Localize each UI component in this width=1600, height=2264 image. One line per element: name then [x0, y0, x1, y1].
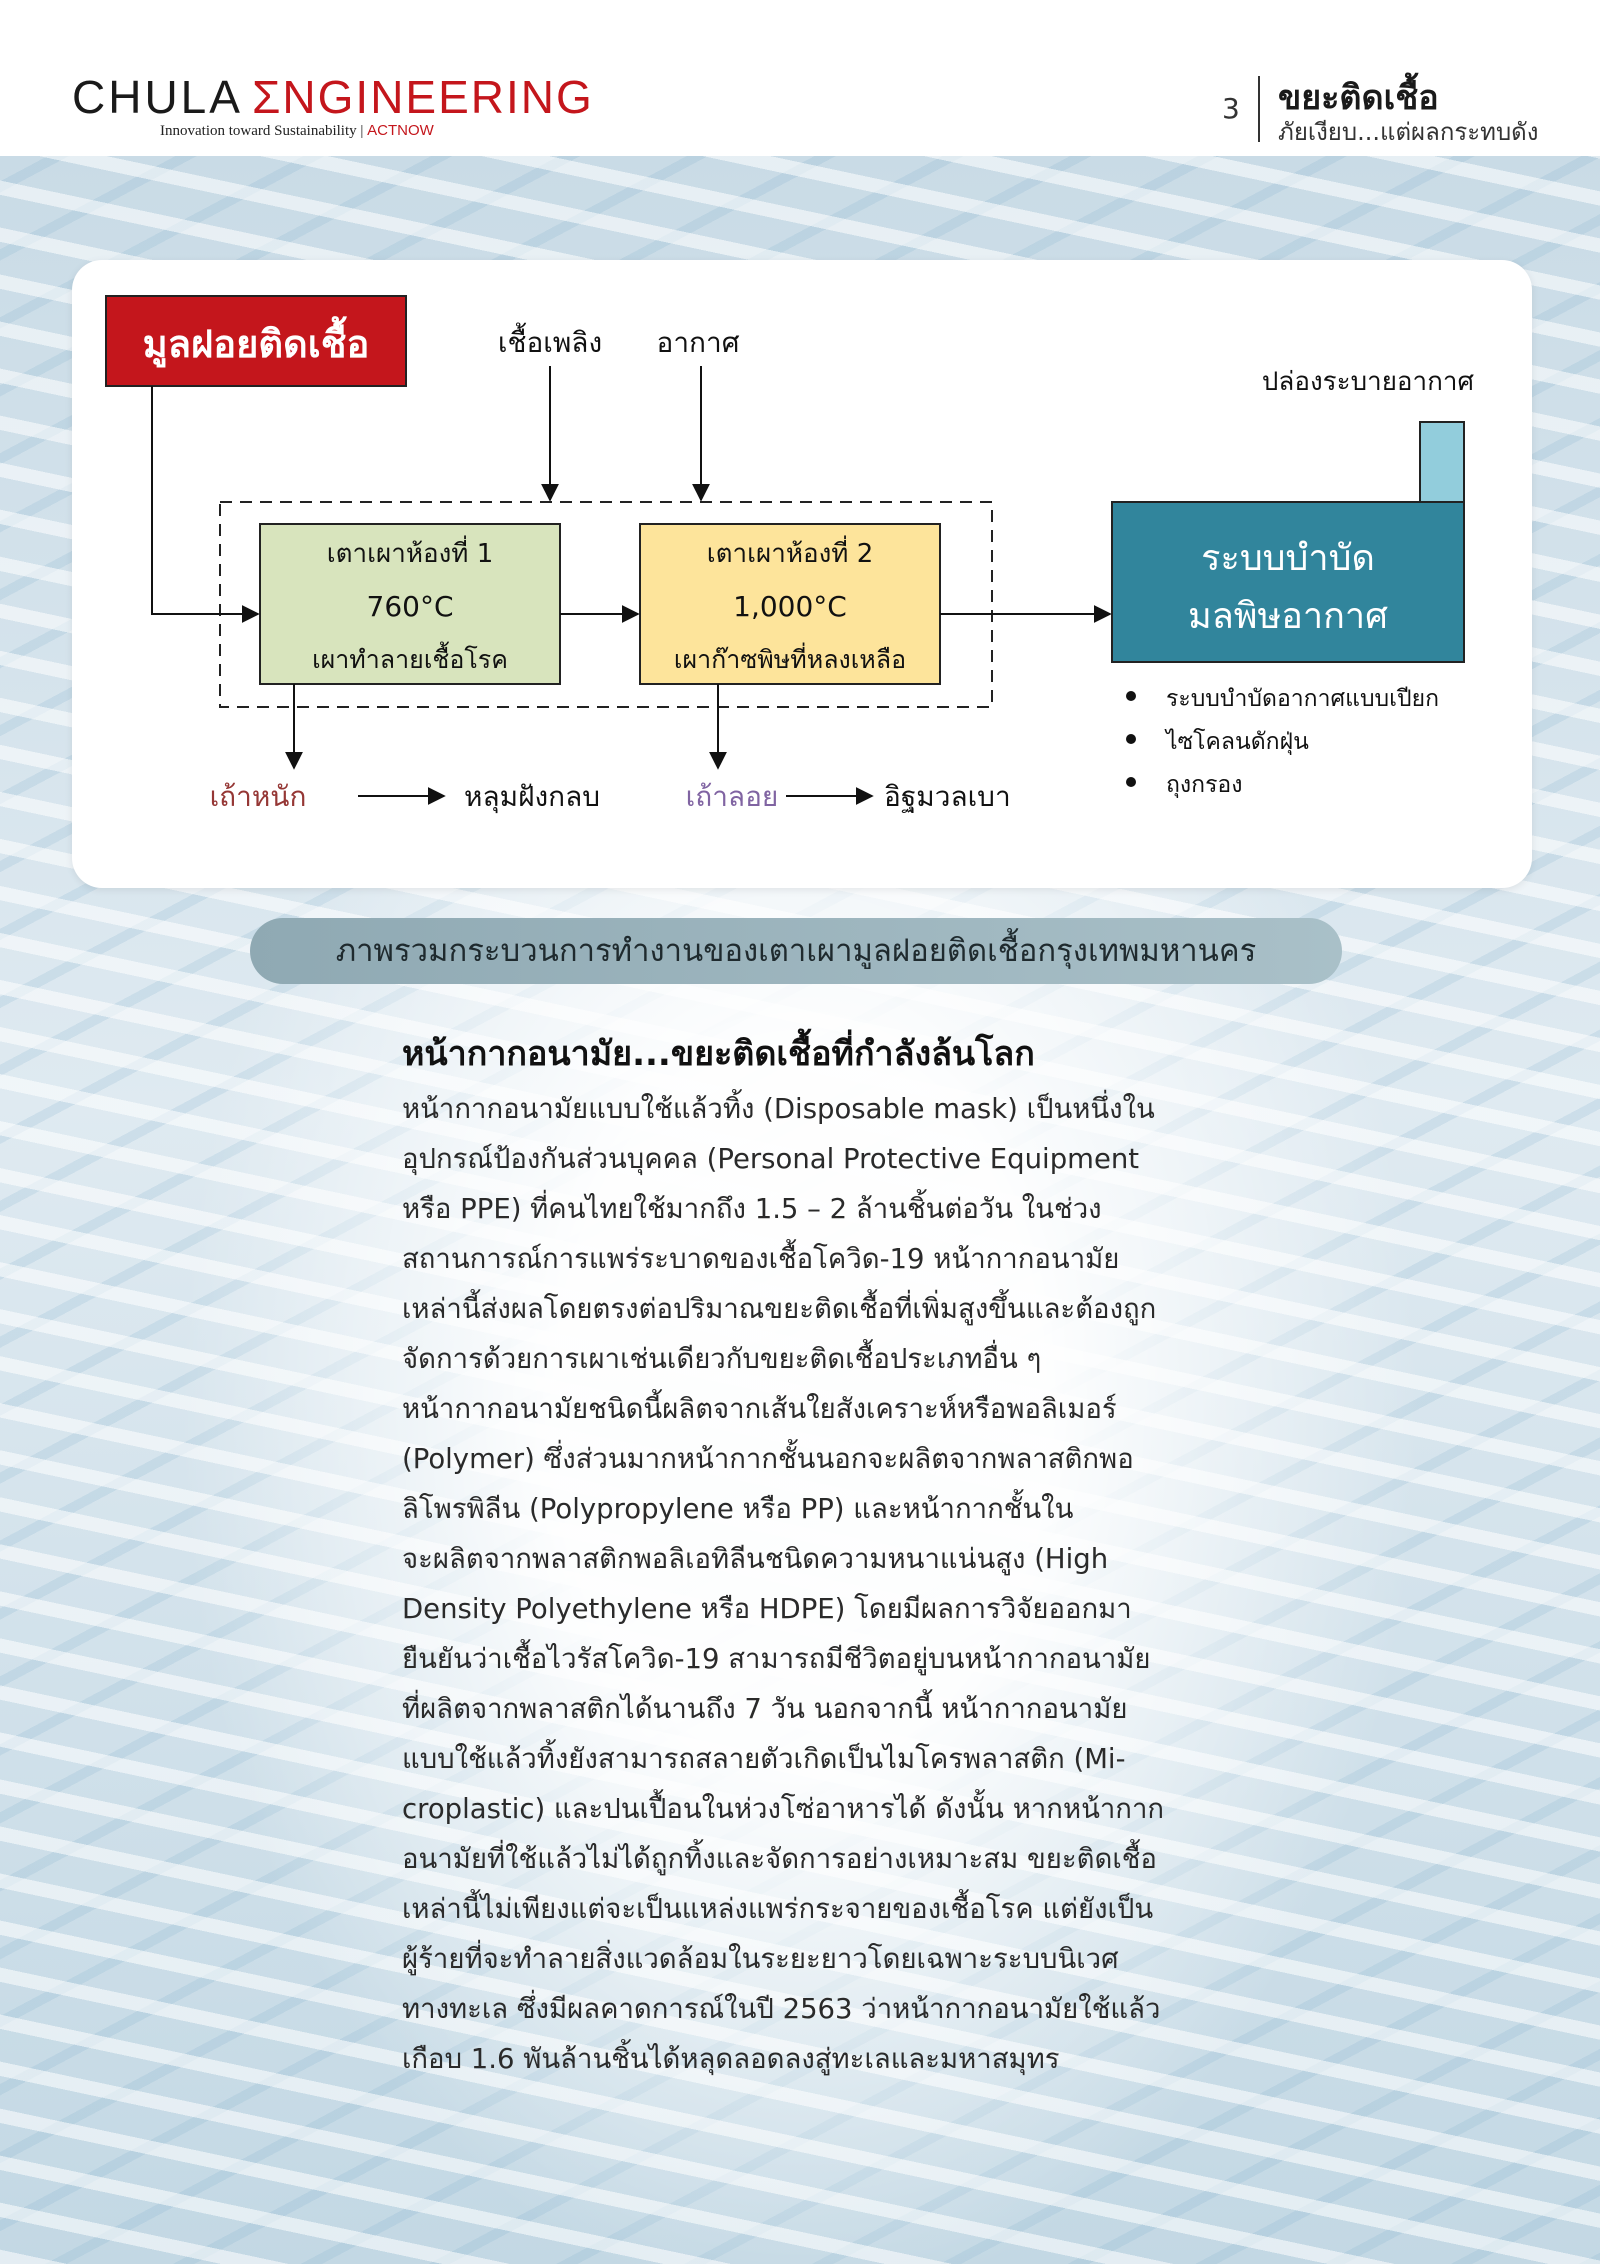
- article-line: เหล่านี้ไม่เพียงแต่จะเป็นแหล่งแพร่กระจาย…: [402, 1893, 1154, 1925]
- chamber1-box: [259, 523, 561, 685]
- header-divider: [1258, 76, 1260, 142]
- source-box: [105, 295, 407, 387]
- tagline-separator: |: [360, 123, 364, 139]
- article-line: หน้ากากอนามัยชนิดนี้ผลิตจากเส้นใยสังเครา…: [402, 1393, 1117, 1425]
- lightweight-brick-label: อิฐมวลเบา: [884, 780, 1011, 813]
- article-line: (Polymer) ซึ่งส่วนมากหน้ากากชั้นนอกจะผลิ…: [402, 1443, 1134, 1475]
- brand-chula: CHULA: [72, 71, 243, 123]
- chimney: [1419, 421, 1465, 505]
- chamber2-desc: เผาก๊าซพิษที่หลงเหลือ: [674, 642, 906, 674]
- article-line: ที่ผลิตจากพลาสติกได้นานถึง 7 วัน นอกจากน…: [402, 1693, 1128, 1725]
- treatment-bullet-1: [1126, 691, 1136, 701]
- chimney-label: ปล่องระบายอากาศ: [1262, 367, 1475, 397]
- brand-engineering: ΣNGINEERING: [252, 71, 594, 123]
- incinerator-boundary: [219, 501, 993, 708]
- brand-tagline: Innovation toward Sustainability | ACTNO…: [160, 122, 434, 140]
- article-line: อุปกรณ์ป้องกันส่วนบุคคล (Personal Protec…: [402, 1143, 1140, 1175]
- treatment-line2: มลพิษอากาศ: [1188, 596, 1388, 637]
- chamber2-box: [639, 523, 941, 685]
- article-heading: หน้ากากอนามัย...ขยะติดเชื้อที่กำลังล้นโล…: [402, 1034, 1035, 1074]
- article-line: Density Polyethylene หรือ HDPE) โดยมีผลก…: [402, 1593, 1132, 1625]
- article-line: หรือ PPE) ที่คนไทยใช้มากถึง 1.5 – 2 ล้าน…: [402, 1193, 1102, 1225]
- treatment-box: [1111, 501, 1465, 663]
- fuel-label: เชื้อเพลิง: [498, 322, 602, 359]
- landfill-label: หลุมฝังกลบ: [464, 780, 600, 814]
- article-line: ทางทะเล ซึ่งมีผลคาดการณ์ในปี 2563 ว่าหน้…: [402, 1993, 1161, 2025]
- section-subtitle: ภัยเงียบ...แต่ผลกระทบดัง: [1278, 118, 1539, 146]
- chamber2-title: เตาเผาห้องที่ 2: [707, 535, 874, 569]
- fly-ash-label: เถ้าลอย: [686, 780, 779, 813]
- article-line: จัดการด้วยการเผาเช่นเดียวกับขยะติดเชื้อป…: [402, 1343, 1042, 1375]
- article-line: ลิโพรพิลีน (Polypropylene หรือ PP) และหน…: [402, 1493, 1074, 1525]
- bottom-ash-label: เถ้าหนัก: [210, 780, 307, 813]
- article: หน้ากากอนามัย...ขยะติดเชื้อที่กำลังล้นโล…: [402, 1030, 1202, 2084]
- page-header: CHULA ΣNGINEERING Innovation toward Sust…: [0, 0, 1600, 156]
- article-line: ยืนยันว่าเชื้อไวรัสโควิด-19 สามารถมีชีวิ…: [402, 1643, 1151, 1675]
- article-line: แบบใช้แล้วทิ้งยังสามารถสลายตัวเกิดเป็นไม…: [402, 1743, 1126, 1775]
- article-line: อนามัยที่ใช้แล้วไม่ได้ถูกทิ้งและจัดการอย…: [402, 1843, 1157, 1875]
- incinerator-process-diagram: มูลฝอยติดเชื้อ เชื้อเพลิง อากาศ เตาเผาห้…: [105, 295, 1475, 814]
- chamber1-temp: 760°C: [367, 590, 454, 623]
- article-line: เกือบ 1.6 พันล้านชิ้นได้หลุดลอดลงสู่ทะเล…: [402, 2043, 1060, 2075]
- article-line: หน้ากากอนามัยแบบใช้แล้วทิ้ง (Disposable …: [402, 1093, 1155, 1125]
- diagram-caption: ภาพรวมกระบวนการทำงานของเตาเผามูลฝอยติดเช…: [250, 918, 1342, 984]
- chamber1-desc: เผาทำลายเชื้อโรค: [312, 641, 508, 674]
- section-title: ขยะติดเชื้อ: [1278, 78, 1439, 118]
- article-line: croplastic) และปนเปื้อนในห่วงโซ่อาหารได้…: [402, 1793, 1165, 1825]
- tagline-brand: ACTNOW: [367, 122, 434, 139]
- air-label: อากาศ: [657, 326, 740, 359]
- treatment-line1: ระบบบำบัด: [1201, 538, 1375, 579]
- article-body: หน้ากากอนามัยแบบใช้แล้วทิ้ง (Disposable …: [402, 1084, 1202, 2084]
- treatment-item-2: ไซโคลนดักฝุ่น: [1164, 728, 1309, 755]
- chamber2-temp: 1,000°C: [733, 590, 847, 623]
- diagram-card: มูลฝอยติดเชื้อ เชื้อเพลิง อากาศ เตาเผาห้…: [72, 260, 1532, 888]
- article-line: เหล่านี้ส่งผลโดยตรงต่อปริมาณขยะติดเชื้อท…: [402, 1293, 1157, 1325]
- treatment-item-1: ระบบบำบัดอากาศแบบเปียก: [1166, 686, 1439, 712]
- article-line: จะผลิตจากพลาสติกพอลิเอทิลีนชนิดความหนาแน…: [402, 1543, 1109, 1575]
- page-number: 3: [1222, 92, 1240, 125]
- article-line: สถานการณ์การแพร่ระบาดของเชื้อโควิด-19 หน…: [402, 1243, 1120, 1275]
- arrow-source-to-chamber1: [151, 386, 260, 623]
- treatment-item-3: ถุงกรอง: [1166, 772, 1242, 798]
- source-label: มูลฝอยติดเชื้อ: [143, 316, 370, 368]
- treatment-bullet-3: [1126, 777, 1136, 787]
- tagline-text: Innovation toward Sustainability: [160, 123, 357, 139]
- treatment-bullet-2: [1126, 734, 1136, 744]
- article-line: ผู้ร้ายที่จะทำลายสิ่งแวดล้อมในระยะยาวโดย…: [402, 1943, 1119, 1975]
- chamber1-title: เตาเผาห้องที่ 1: [327, 535, 494, 569]
